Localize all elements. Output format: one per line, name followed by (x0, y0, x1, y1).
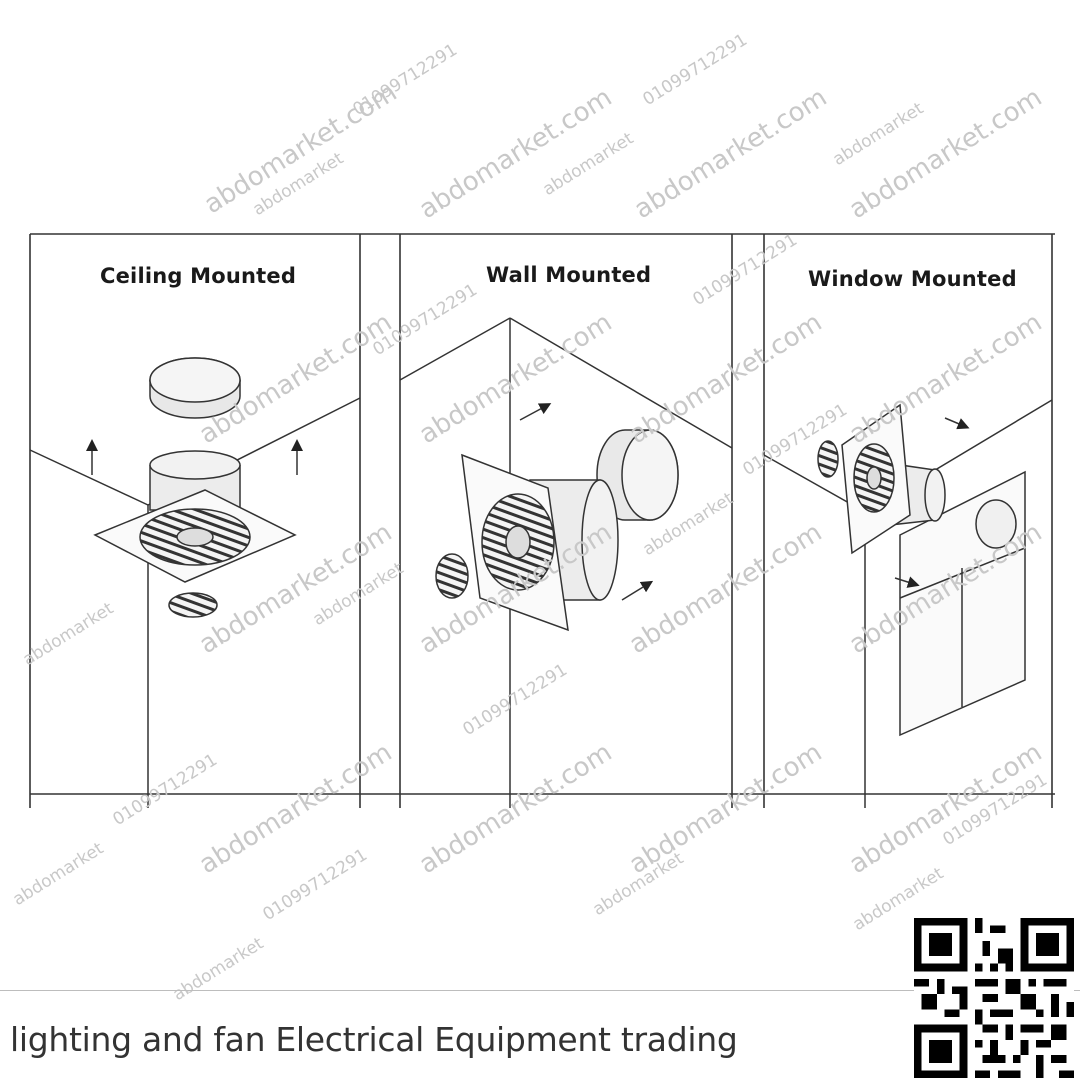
ceiling-mounted-title: Ceiling Mounted (100, 264, 297, 288)
qr-code (914, 918, 1074, 1078)
wall-mount-illustration (399, 317, 733, 808)
window-mounted-title: Window Mounted (808, 267, 1017, 291)
ceiling-mount-illustration (29, 357, 361, 808)
footer-tagline: lighting and fan Electrical Equipment tr… (10, 1020, 738, 1059)
window-mount-illustration (763, 399, 1053, 808)
footer-divider (0, 990, 1080, 991)
wall-mounted-title: Wall Mounted (486, 263, 652, 287)
panel-frames (29, 233, 1055, 808)
